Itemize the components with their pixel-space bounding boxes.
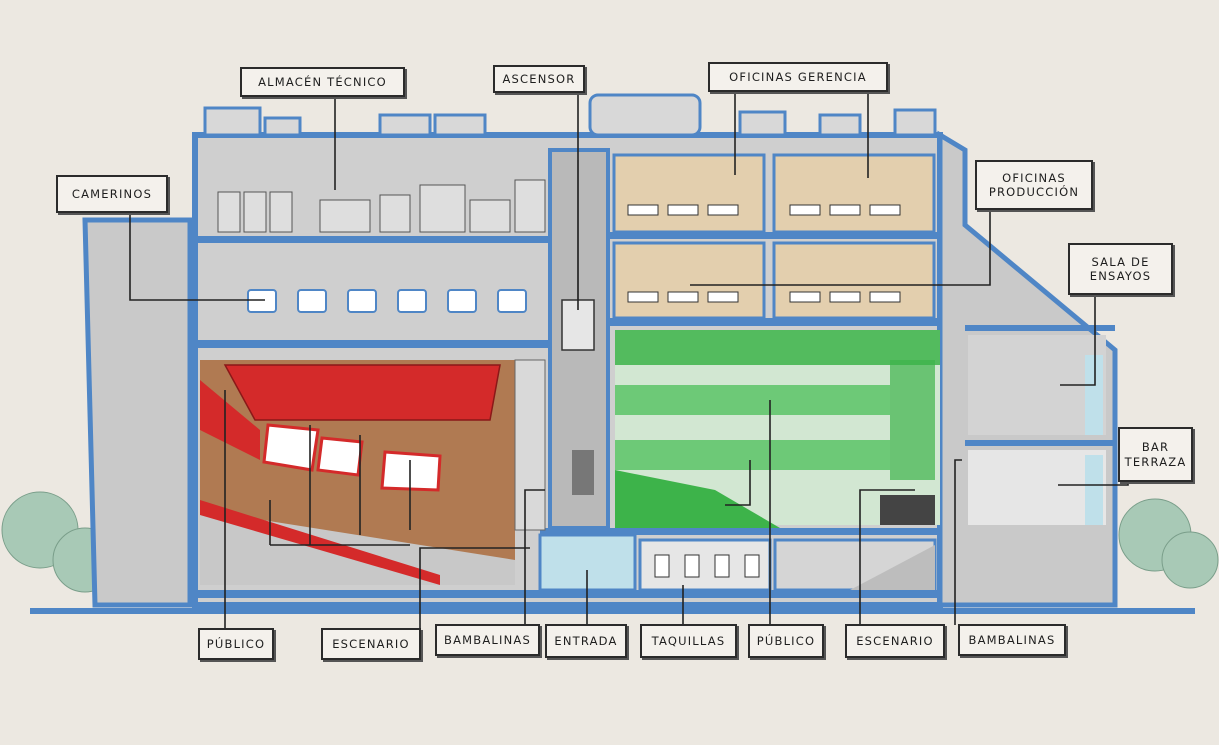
red-hall: [200, 359, 546, 585]
label-publico-sala-roja: Público: [198, 628, 274, 660]
label-almacen-tecnico: Almacén técnico: [240, 67, 405, 97]
label-oficinas-gerencia: Oficinas gerencia: [708, 62, 888, 92]
right-wing-rooms: [968, 335, 1106, 525]
roof-equipment: [203, 93, 937, 137]
leader-lines: [129, 79, 1129, 635]
office-desks: [627, 204, 901, 303]
label-oficinas-produccion: Oficinas producción: [975, 160, 1093, 210]
floor-slabs: [198, 232, 1115, 598]
storage-equipment: [217, 179, 546, 233]
label-taquillas: Taquillas: [640, 624, 737, 658]
green-hall: [615, 330, 940, 528]
label-publico-sala-verde: Público: [748, 624, 824, 658]
label-bar-terraza: Bar terraza: [1118, 427, 1193, 482]
ground-floor: [538, 533, 937, 592]
label-sala-de-ensayos: Sala de ensayos: [1068, 243, 1173, 295]
offices: [612, 153, 936, 320]
label-escenario-sala-verde: Escenario: [845, 624, 945, 658]
left-wing: [82, 217, 193, 608]
ground-line: [30, 608, 1195, 614]
label-escenario-sala-roja: Escenario: [321, 628, 421, 660]
label-ascensor: Ascensor: [493, 65, 585, 93]
label-camerinos: Camerinos: [56, 175, 168, 213]
dressing-room-mirrors: [247, 289, 527, 313]
label-entrada: Entrada: [545, 624, 627, 658]
label-bambalinas-sala-roja: Bambalinas: [435, 624, 540, 656]
label-bambalinas-sala-verde: Bambalinas: [958, 624, 1066, 656]
